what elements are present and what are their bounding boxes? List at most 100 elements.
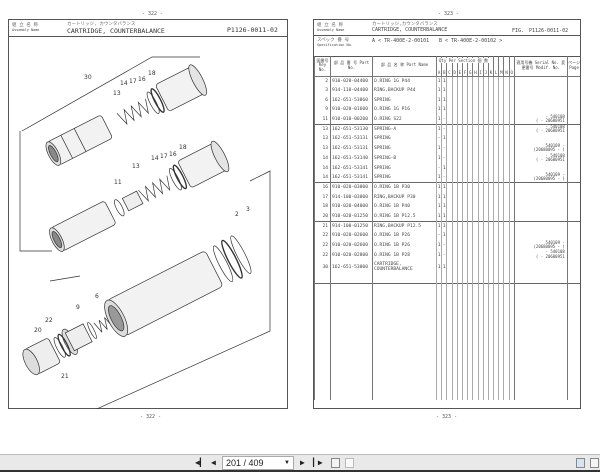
key-number: 17 — [314, 192, 331, 202]
empty-cell — [456, 390, 463, 400]
empty-cell — [493, 370, 499, 381]
empty-cell — [372, 312, 437, 323]
qty-empty — [446, 153, 453, 164]
empty-cell — [482, 312, 489, 323]
serial-line: - 540108 — [545, 152, 565, 158]
qty-empty — [461, 201, 468, 212]
page-ref — [566, 105, 581, 115]
key-number: 2 — [314, 76, 331, 86]
qty-empty — [482, 163, 489, 173]
empty-cell — [461, 380, 468, 391]
empty-cell — [498, 351, 504, 362]
continuous-view-icon[interactable] — [590, 458, 599, 468]
qty-empty — [487, 153, 494, 164]
qty-empty — [467, 123, 473, 135]
qty-empty — [498, 153, 504, 164]
qty-empty — [487, 192, 494, 202]
qty-empty — [487, 231, 494, 241]
empty-cell — [451, 312, 458, 323]
serial-number — [513, 192, 568, 202]
first-page-button[interactable]: ◀▎ — [195, 458, 205, 467]
empty-cell — [477, 283, 484, 294]
qty-empty — [456, 123, 463, 135]
key-number: 9 — [314, 105, 331, 115]
part-name: O.RING 1B P40 — [372, 201, 437, 212]
chevron-down-icon[interactable]: ▼ — [284, 460, 290, 466]
page-number-input[interactable]: 201 / 409▼ — [222, 456, 294, 470]
qty-empty — [498, 143, 504, 154]
copy-page-icon[interactable] — [331, 458, 340, 468]
part-name: SPRING — [372, 143, 437, 154]
qty-empty — [456, 240, 463, 251]
assembly-label: 組 立 名 称 — [317, 23, 344, 28]
qty-a: 1 — [435, 105, 442, 115]
qty-empty — [508, 192, 515, 202]
empty-cell — [451, 361, 458, 371]
qty-empty — [451, 134, 458, 144]
last-page-button[interactable]: ▎▶ — [313, 458, 323, 467]
paste-page-icon[interactable] — [345, 458, 354, 468]
qty-empty — [503, 123, 510, 135]
qty-empty — [446, 143, 453, 154]
single-page-view-icon[interactable] — [576, 458, 585, 468]
empty-cell — [372, 341, 437, 352]
serial-line: ( - 20680951 — [535, 157, 565, 162]
qty-empty — [493, 105, 499, 115]
empty-cell — [446, 303, 453, 313]
qty-empty — [503, 172, 510, 183]
empty-cell — [503, 322, 510, 333]
empty-cell — [435, 390, 442, 400]
qty-empty — [472, 105, 478, 115]
previous-page-button[interactable]: ◀ — [211, 458, 216, 467]
empty-cell — [441, 312, 447, 323]
empty-cell — [314, 274, 331, 284]
qty-empty — [451, 163, 458, 173]
qty-empty — [446, 182, 453, 193]
qty-empty — [503, 163, 510, 173]
qty-empty — [508, 143, 515, 154]
qty-empty — [482, 105, 489, 115]
qty-empty — [487, 123, 494, 135]
page-ref — [566, 76, 581, 86]
qty-empty — [493, 231, 499, 241]
column-header-serial: 適用号機 Serial No. 変更番号 Modif. No. — [513, 56, 568, 77]
empty-cell — [508, 303, 515, 313]
key-number: 14 — [314, 172, 331, 183]
empty-cell — [493, 293, 499, 304]
empty-cell — [498, 361, 504, 371]
empty-cell — [441, 274, 447, 284]
next-page-button[interactable]: ▶ — [300, 458, 305, 467]
empty-cell — [566, 283, 581, 294]
empty-cell — [487, 274, 494, 284]
empty-cell — [372, 332, 437, 342]
empty-cell — [503, 341, 510, 352]
serial-number: 540109 -(20680095 - ) — [513, 142, 568, 154]
qty-empty — [472, 182, 478, 193]
serial-number: 540109 -(20680095 - ) — [513, 172, 568, 183]
qty-empty — [482, 192, 489, 202]
qty-empty — [467, 76, 473, 86]
part-name: O.RING 1B P26 — [372, 240, 437, 251]
qty-empty — [446, 172, 453, 183]
callout-17: 17 — [160, 153, 168, 160]
serial-number — [513, 163, 568, 173]
serial-line: 540109 - — [545, 239, 565, 245]
serial-line: 540109 - — [545, 142, 565, 148]
serial-number — [513, 260, 568, 275]
empty-cell — [314, 390, 331, 400]
qty-empty — [467, 85, 473, 96]
qty-empty — [487, 95, 494, 106]
part-name: O.RING S22 — [372, 114, 437, 125]
serial-number: - 540108( - 20680951 — [513, 123, 568, 135]
qty-empty — [477, 76, 484, 86]
empty-cell — [566, 274, 581, 284]
empty-cell — [472, 370, 478, 381]
empty-cell — [477, 361, 484, 371]
qty-empty — [508, 123, 515, 135]
empty-cell — [503, 332, 510, 342]
